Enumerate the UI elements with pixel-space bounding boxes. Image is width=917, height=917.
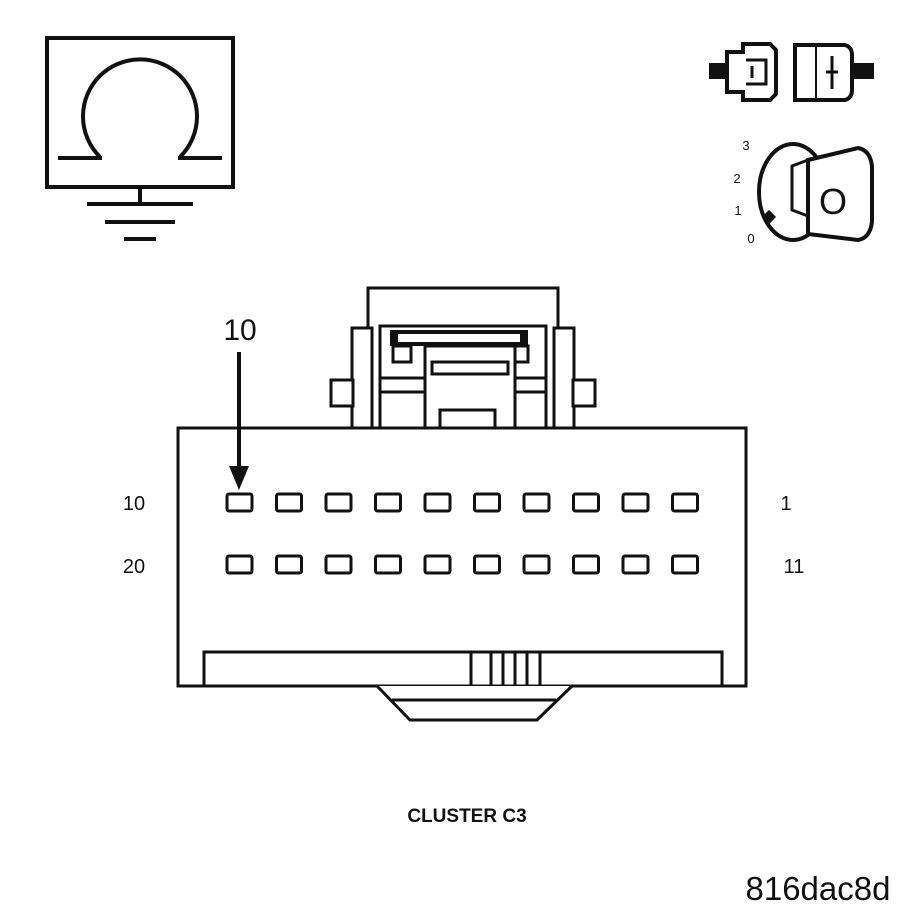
pin-cavity-1	[671, 492, 699, 513]
arrow-head-icon	[229, 466, 249, 490]
ohmmeter-icon	[45, 36, 235, 189]
row-bottom-right-label: 11	[784, 556, 805, 578]
pin-cavity-18	[324, 554, 353, 575]
pin-cavity-2	[621, 492, 650, 513]
pin-cavity-17	[374, 554, 402, 575]
pin-cavity-10	[225, 492, 254, 513]
key-position-1: 1	[734, 203, 741, 218]
pin-cavity-4	[522, 492, 551, 513]
row-top-left-label: 10	[123, 493, 145, 515]
key-position-0: 0	[747, 231, 754, 246]
pin-cavity-3	[572, 492, 600, 513]
pin-cavity-16	[423, 554, 452, 575]
pin-cavity-20	[225, 554, 254, 575]
connector-housing	[176, 426, 748, 722]
pin-cavity-12	[621, 554, 650, 575]
connector-latch	[329, 286, 597, 430]
pin-cavity-5	[473, 492, 501, 513]
ground-icon	[87, 187, 193, 241]
pin-cavity-13	[572, 554, 600, 575]
ignition-switch-icon: O 3 2 1 0	[733, 138, 874, 246]
pin-cavity-14	[522, 554, 551, 575]
pin-cavity-15	[473, 554, 501, 575]
pin-cavity-6	[423, 492, 452, 513]
pin-cavity-8	[324, 492, 353, 513]
disconnected-connector-icon	[709, 42, 874, 102]
callout-pin-label: 10	[223, 314, 256, 347]
pin-cavity-7	[374, 492, 402, 513]
figure-id: 816dac8d	[746, 870, 891, 907]
key-letter: O	[819, 181, 847, 222]
pin-cavities	[225, 492, 699, 575]
key-position-3: 3	[742, 138, 749, 153]
row-top-right-label: 1	[780, 493, 791, 515]
pin-cavity-9	[275, 492, 303, 513]
row-bottom-left-label: 20	[123, 556, 145, 578]
pin-cavity-19	[275, 554, 303, 575]
pin-cavity-11	[671, 554, 699, 575]
pin-callout: 10	[223, 314, 257, 490]
key-position-2: 2	[733, 171, 740, 186]
connector-name: CLUSTER C3	[407, 806, 526, 827]
